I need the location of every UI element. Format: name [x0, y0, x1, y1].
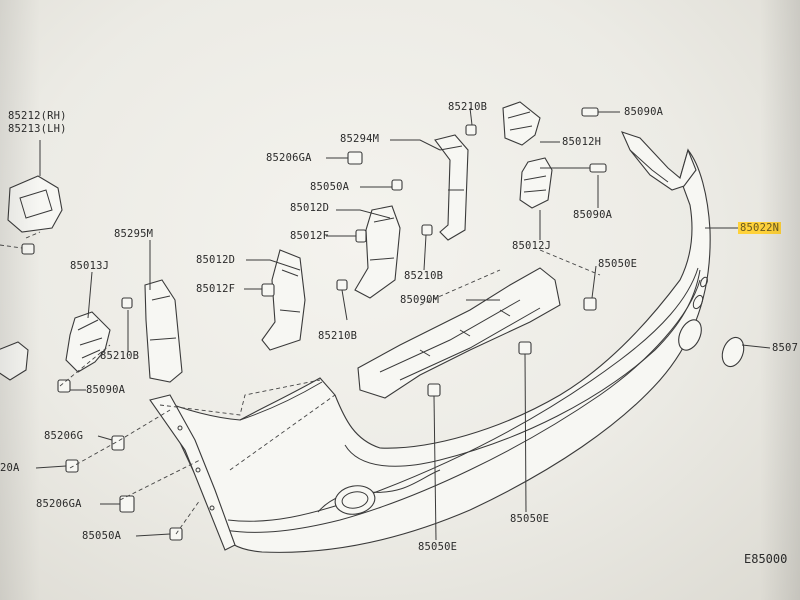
reinforcement-85090M: [357, 267, 561, 399]
lamp-left-edge: [0, 341, 29, 381]
label-85212-rh: 85212(RH): [8, 110, 67, 122]
stay-85295M: [144, 279, 183, 383]
cap-8507: [721, 336, 745, 368]
label-85050E-center: 85050E: [510, 513, 550, 525]
label-8507: 8507: [772, 342, 799, 354]
label-85012F-upper: 85012F: [290, 230, 330, 242]
label-85213-lh: 85213(LH): [8, 123, 67, 135]
label-85012D-lower: 85012D: [196, 254, 236, 266]
label-85090A-topright: 85090A: [624, 106, 664, 118]
label-85012H: 85012H: [562, 136, 602, 148]
label-85206GA-low: 85206GA: [36, 498, 82, 510]
label-85022N-highlighted: 85022N: [738, 222, 782, 234]
label-85013J: 85013J: [70, 260, 110, 272]
label-85206GA-top: 85206GA: [266, 152, 312, 164]
stay-85294M: [434, 134, 469, 241]
label-85090A-mid: 85090A: [573, 209, 613, 221]
label-85210B-low: 85210B: [318, 330, 358, 342]
bracket-85012J: [519, 157, 553, 209]
label-85012J: 85012J: [512, 240, 552, 252]
label-85050A-low: 85050A: [82, 530, 122, 542]
label-85050A-top: 85050A: [310, 181, 350, 193]
fasteners: [21, 107, 607, 541]
label-85206G: 85206G: [44, 430, 84, 442]
label-85050E-bottom: 85050E: [418, 541, 458, 553]
label-85294M: 85294M: [340, 133, 380, 145]
diagram-code: E85000: [744, 552, 788, 566]
side-bracket-left: [149, 394, 236, 551]
label-85210B-top: 85210B: [448, 101, 488, 113]
label-85012F-lower: 85012F: [196, 283, 236, 295]
label-85012D-upper: 85012D: [290, 202, 330, 214]
leader-lines: [35, 107, 771, 541]
label-85210B-left: 85210B: [100, 350, 140, 362]
assembly-lines: [0, 231, 601, 535]
bracket-85013J: [65, 311, 111, 373]
bracket-85012H: [502, 101, 541, 146]
rear-bumper-fascia: [158, 131, 711, 553]
label-85090M: 85090M: [400, 294, 440, 306]
label-85295M: 85295M: [114, 228, 154, 240]
label-85050E-right: 85050E: [598, 258, 638, 270]
label-85210B-mid: 85210B: [404, 270, 444, 282]
label-20A: 20A: [0, 462, 20, 474]
label-85090A-left: 85090A: [86, 384, 126, 396]
lamp-85212: [7, 175, 63, 233]
stay-85012D-upper: [354, 205, 401, 299]
